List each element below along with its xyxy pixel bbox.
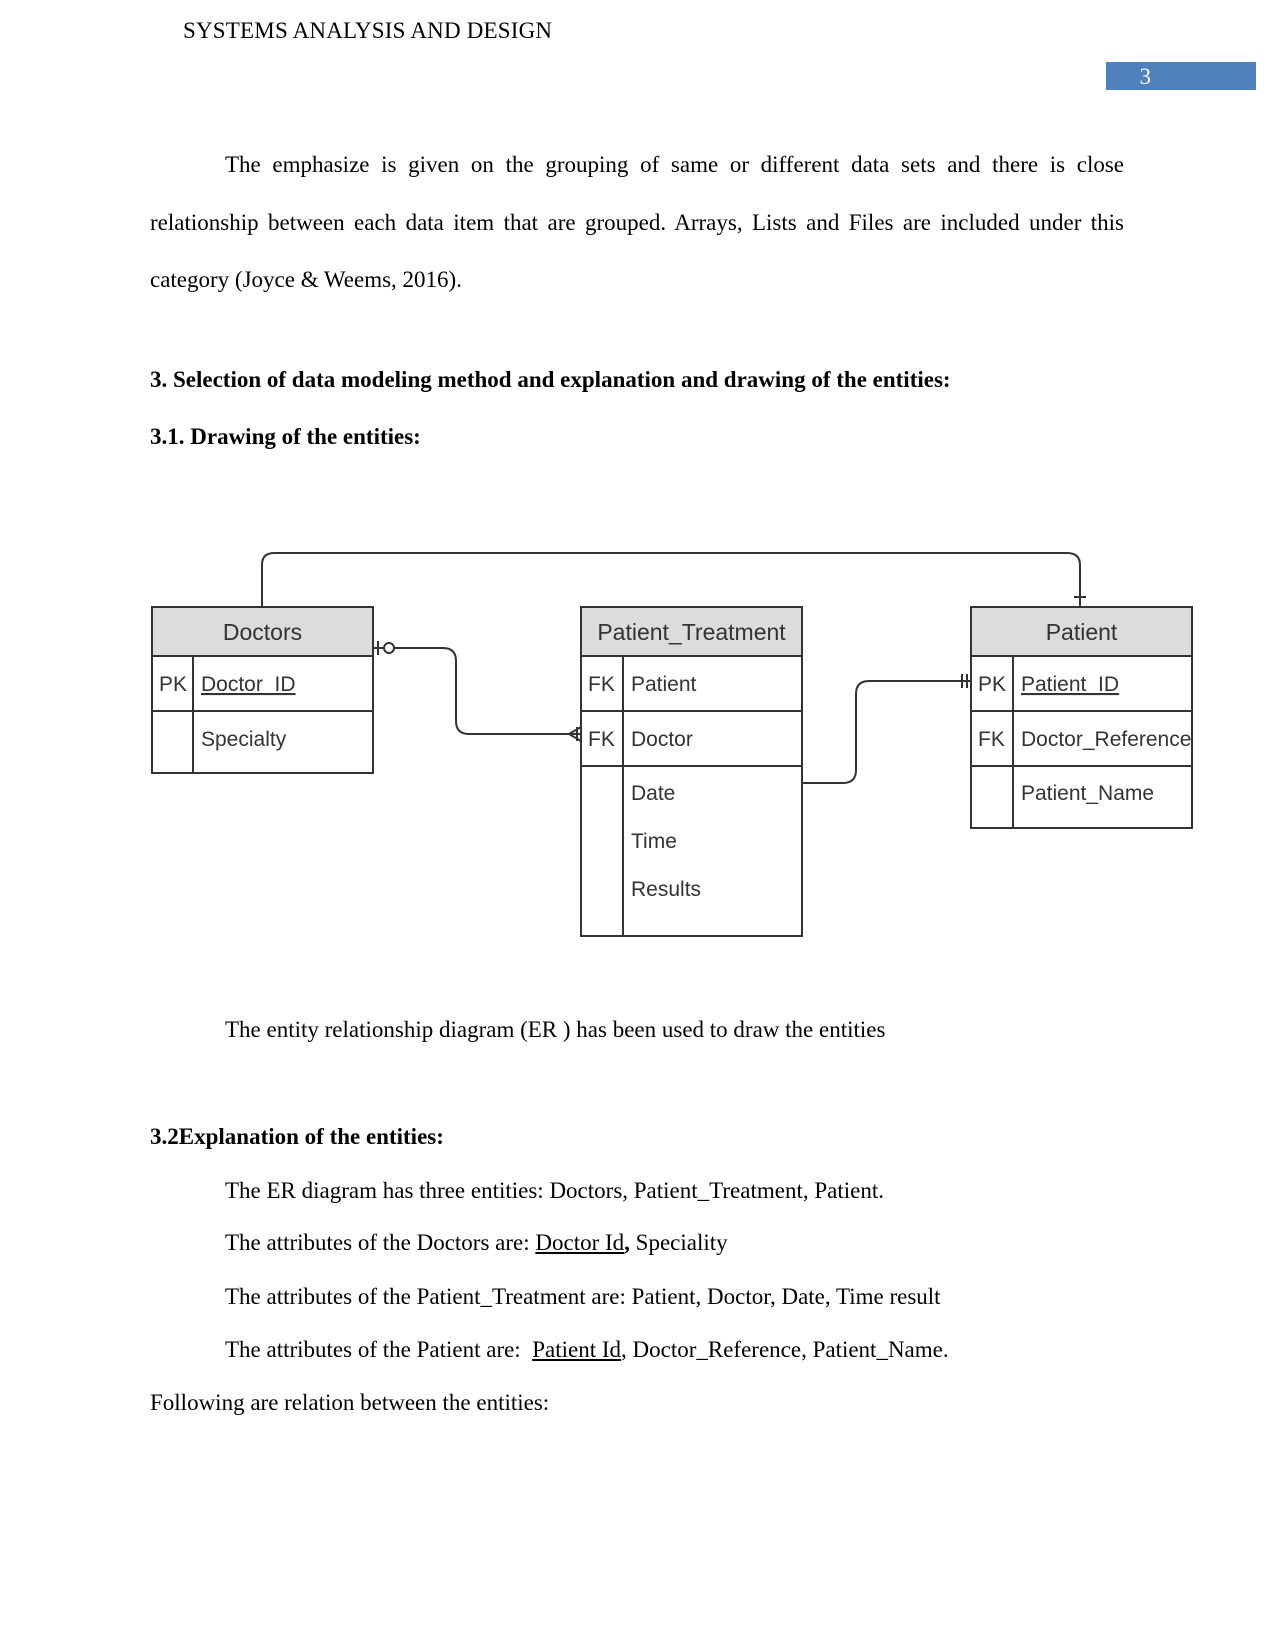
patient-pk-label: PK <box>978 673 1006 696</box>
doctors-attr-key: Doctor Id <box>535 1230 625 1255</box>
doctors-specialty-field: Specialty <box>201 728 287 751</box>
patient-attr-prefix: The attributes of the Patient are: <box>225 1337 533 1362</box>
doctors-attr-comma: , <box>624 1230 630 1255</box>
patient-attributes-line: The attributes of the Patient are: Patie… <box>225 1337 949 1363</box>
treatment-time-field: Time <box>631 830 677 853</box>
subsection-heading-drawing: 3.1. Drawing of the entities: <box>150 424 421 449</box>
page-number-badge: 3 <box>1106 62 1256 90</box>
patient-attr-rest: , Doctor_Reference, Patient_Name. <box>621 1337 949 1362</box>
patient-entity: Patient PK Patient_ID FK Doctor_Referenc… <box>970 606 1193 829</box>
doctors-entity: Doctors PK Doctor_ID Specialty <box>151 606 374 774</box>
treatment-date-field: Date <box>631 782 675 805</box>
subsection-heading-explanation: 3.2Explanation of the entities: <box>150 1124 444 1149</box>
er-diagram: Doctors PK Doctor_ID Specialty Patient_T… <box>151 552 1193 937</box>
running-head: SYSTEMS ANALYSIS AND DESIGN <box>183 18 553 43</box>
treatment-fk2-label: FK <box>588 728 615 751</box>
relations-intro: Following are relation between the entit… <box>150 1390 550 1415</box>
treatment-attributes-line: The attributes of the Patient_Treatment … <box>225 1284 941 1309</box>
patient-doctor-reference-field: Doctor_Reference <box>1021 728 1191 751</box>
treatment-patient-field: Patient <box>631 673 697 696</box>
entities-line: The ER diagram has three entities: Docto… <box>225 1178 884 1203</box>
section-heading: 3. Selection of data modeling method and… <box>150 367 951 392</box>
treatment-fk1-label: FK <box>588 673 615 696</box>
doctors-attr-prefix: The attributes of the Doctors are: <box>225 1230 536 1255</box>
patient-attr-key: Patient Id <box>532 1337 621 1362</box>
doctors-pk-field: Doctor_ID <box>201 673 296 696</box>
doctors-attr-rest: Speciality <box>629 1230 728 1255</box>
patient-name-field: Patient_Name <box>1021 782 1154 805</box>
treatment-title: Patient_Treatment <box>597 619 786 645</box>
doctors-attributes-line: The attributes of the Doctors are: Docto… <box>225 1230 728 1256</box>
patient-treatment-entity: Patient_Treatment FK Patient FK Doctor D… <box>580 606 803 937</box>
patient-pk-field: Patient_ID <box>1021 673 1119 696</box>
patient-title: Patient <box>1046 619 1118 645</box>
doctors-title: Doctors <box>223 619 302 645</box>
page-number: 3 <box>1139 64 1152 89</box>
doctor-treatment-connector <box>373 647 581 735</box>
patient-fk-label: FK <box>978 728 1005 751</box>
treatment-results-field: Results <box>631 878 701 901</box>
treatment-doctor-field: Doctor <box>631 728 693 751</box>
patient-treatment-connector <box>781 680 971 784</box>
doctors-pk-label: PK <box>159 673 187 696</box>
doctor-patient-connector <box>261 552 1081 607</box>
intro-paragraph: The emphasize is given on the grouping o… <box>150 152 1124 292</box>
diagram-caption: The entity relationship diagram (ER ) ha… <box>225 1017 886 1042</box>
